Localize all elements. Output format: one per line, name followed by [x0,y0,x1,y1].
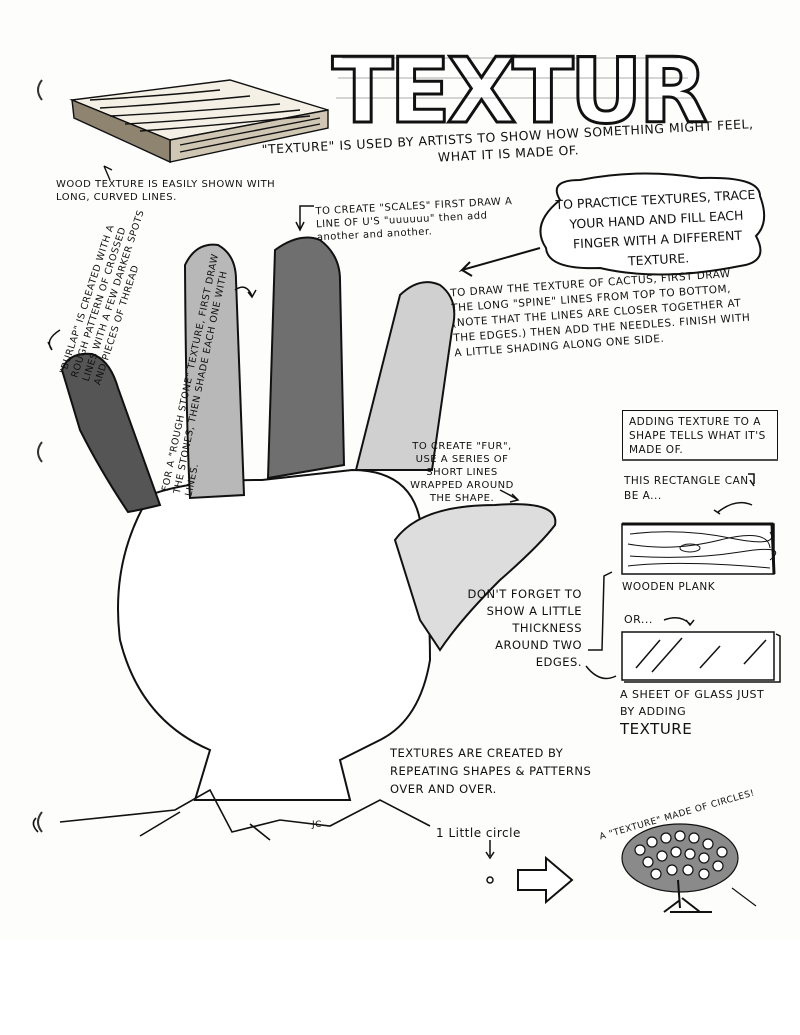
glass-label: A SHEET OF GLASS JUST BY ADDING [620,688,765,718]
fur-arrow [499,489,520,503]
repeat-note: TEXTURES ARE CREATED BY REPEATING SHAPES… [390,746,592,796]
circle-tree [621,823,757,913]
little-circle-arrow [485,840,495,860]
page-artwork [32,79,781,913]
page-title: TEXTURE [328,38,709,138]
shape-box-text: ADDING TEXTURE TO A SHAPE TELLS WHAT IT'… [629,416,766,456]
hand-drawing [60,236,557,801]
punch-holes [37,79,43,833]
thickness-bracket [585,571,617,680]
shape-info-box: ADDING TEXTURE TO A SHAPE TELLS WHAT IT'… [622,410,778,459]
little-circle-dot [486,876,494,884]
title-text: TEXTURE [332,39,708,138]
ground-crack [32,788,431,841]
artist-signature: JC [312,820,322,830]
wood-caption: WOOD TEXTURE IS EASILY SHOWN WITH LONG, … [56,179,276,203]
burlap-arrow [47,329,61,351]
practice-bubble-text: TO PRACTICE TEXTURES, TRACE YOUR HAND AN… [555,186,756,269]
rectangle-arrow [713,501,753,515]
or-arrow [663,617,695,627]
worksheet-page: TEXTURE "TEXTURE" IS USED BY ARTISTS TO … [32,38,781,913]
texture-word: TEXTURE [620,720,693,738]
or-label: OR... [624,613,653,626]
thickness-note: DON'T FORGET TO SHOW A LITTLE THICKNESS … [467,587,582,669]
stone-arrow [234,286,257,299]
rectangle-note: THIS RECTANGLE CAN BE A... [624,475,749,502]
wooden-plank-rect [621,522,777,575]
wood-plank-illustration [69,79,329,181]
little-circle-label: 1 Little circle [436,826,521,840]
fur-note: TO CREATE "FUR", USE A SERIES OF SHORT L… [410,441,514,504]
rectangle-label-arrow [748,473,755,487]
outlined-arrow [517,855,574,905]
scales-arrow [295,205,314,232]
bubble-arrow [458,247,541,277]
glass-sheet-rect [621,631,781,683]
speech-bubble-outline [539,172,766,276]
plank-label: WOODEN PLANK [622,581,716,593]
